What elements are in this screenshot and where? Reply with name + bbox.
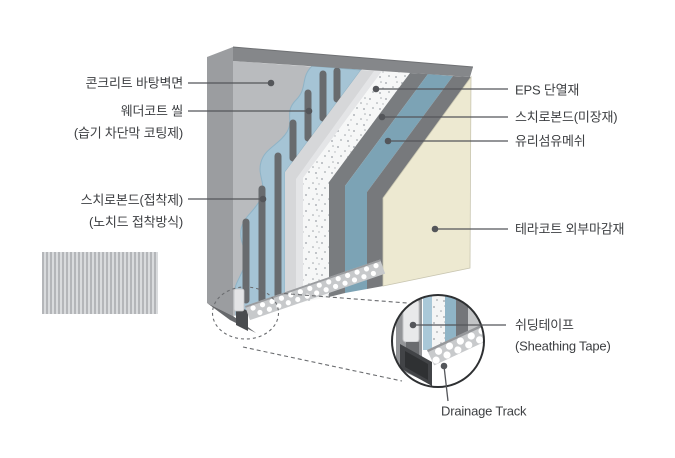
detail-eps-speckles <box>432 295 445 349</box>
detail-blue-strip-b <box>445 295 456 348</box>
label-concrete: 콘크리트 바탕벽면 <box>85 75 184 91</box>
detail-drainage-plate <box>427 322 484 366</box>
label-sheathing: 쉬딩테이프 <box>515 317 574 333</box>
label-adhesive-sub: (노치드 접착방식) <box>89 214 183 230</box>
label-finish: 테라코트 외부마감재 <box>515 221 625 237</box>
label-mesh: 유리섬유메쉬 <box>515 133 586 149</box>
detail-circle <box>391 294 485 388</box>
label-bond-coat: 스치로본드(미장재) <box>515 109 618 125</box>
detail-channel-inner <box>405 351 428 380</box>
detail-source-ellipse <box>211 286 280 340</box>
detail-circle-outline <box>391 294 485 388</box>
base-channel <box>236 305 248 331</box>
label-drainage-track: Drainage Track <box>441 403 527 419</box>
texture-swatch <box>42 252 158 314</box>
label-eps: EPS 단열재 <box>515 82 580 98</box>
adhesive-ribs <box>242 67 341 304</box>
detail-blue-strip-a <box>423 295 432 350</box>
finish-face <box>382 75 472 287</box>
base-tape <box>233 288 245 312</box>
label-adhesive: 스치로본드(접착제) <box>80 192 184 208</box>
label-weathercoat-sub: (습기 차단막 코팅제) <box>73 125 183 141</box>
detail-tape <box>402 299 420 343</box>
pointer-dots <box>259 79 448 370</box>
wall-cutaway <box>207 46 474 333</box>
label-weathercoat: 웨더코트 씰 <box>120 103 183 119</box>
eps-face-speckles <box>303 71 410 302</box>
pointer-lines <box>188 82 508 402</box>
label-sheathing-sub: (Sheathing Tape) <box>515 338 611 354</box>
eps-cut-edge <box>285 70 382 305</box>
wall-side-face <box>207 47 233 316</box>
wall-top-face <box>233 47 473 77</box>
top-edge <box>232 46 474 68</box>
detail-callout-links <box>211 286 408 382</box>
